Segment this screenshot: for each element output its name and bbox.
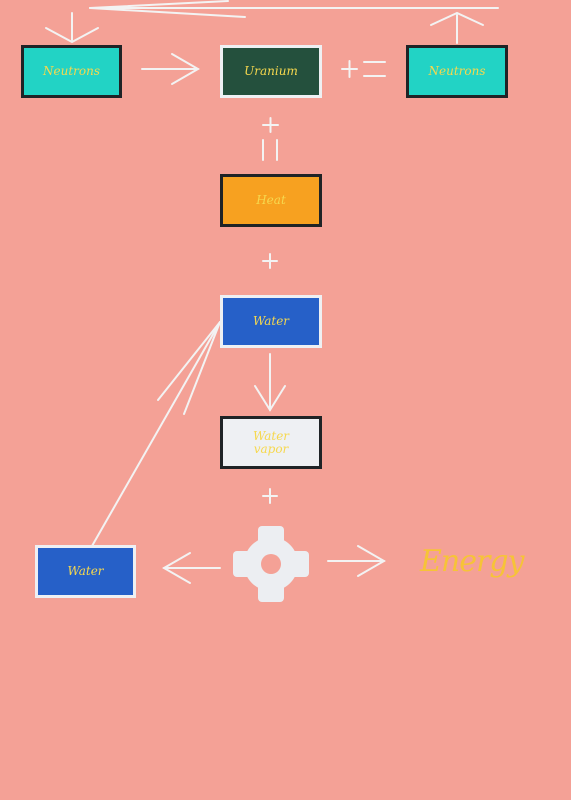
water-label: Water (252, 314, 290, 328)
gear-icon (233, 526, 309, 602)
plus-equals-vertical-operator (262, 117, 279, 161)
water-output-node: Water (35, 545, 136, 598)
uranium-label: Uranium (244, 64, 298, 78)
plus-equals-operator (341, 60, 386, 78)
arrow-water-return (91, 321, 221, 547)
uranium-node: Uranium (220, 45, 322, 98)
water-vapor-label-line2: vapor (253, 441, 289, 456)
water-vapor-label-line1: Water (252, 428, 290, 443)
energy-label: Energy (420, 544, 524, 579)
neutrons-output-node: Neutrons (406, 45, 508, 98)
feedback-line-top-diag2 (89, 0, 229, 9)
neutrons-input-label: Neutrons (43, 64, 100, 78)
heat-node: Heat (220, 174, 322, 227)
water-vapor-node: Water vapor (220, 416, 322, 469)
neutrons-input-node: Neutrons (21, 45, 122, 98)
neutrons-output-label: Neutrons (428, 64, 486, 78)
heat-label: Heat (256, 193, 286, 207)
water-node: Water (220, 295, 322, 348)
water-output-label: Water (67, 564, 104, 578)
plus-operator-1 (262, 253, 278, 269)
plus-operator-2 (262, 488, 278, 504)
feedback-line-top-diag (89, 7, 246, 18)
